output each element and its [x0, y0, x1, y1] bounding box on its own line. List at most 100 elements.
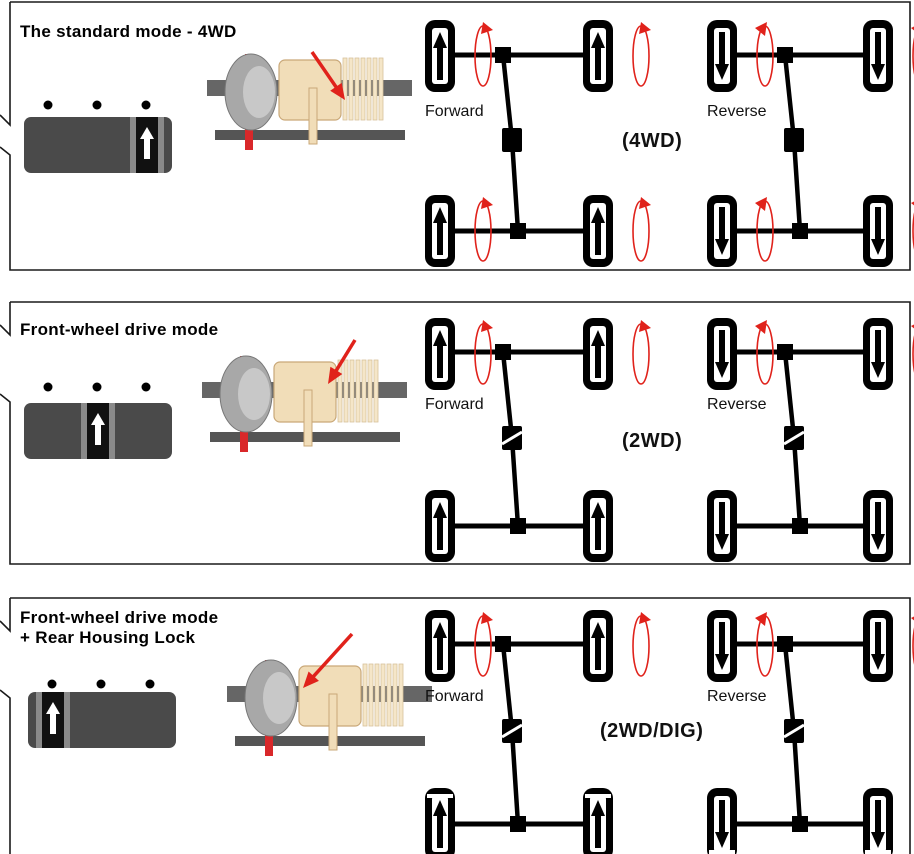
wheel-icon	[863, 20, 914, 92]
wheel-direction-arrow	[433, 207, 447, 255]
red-pointer-arrowhead	[330, 82, 345, 100]
gearbox-gear-tooth	[374, 663, 380, 727]
reverse-label: Reverse	[707, 396, 767, 413]
wheel-icon	[863, 318, 914, 390]
switch-arrow-icon	[140, 127, 154, 159]
wheel-direction-arrow	[433, 502, 447, 550]
wheel-icon	[583, 610, 651, 682]
mode-label: (2WD)	[622, 430, 683, 452]
red-pointer-arrow-icon	[310, 51, 341, 93]
gearbox-gear-tooth	[360, 57, 366, 121]
rotation-arrowhead	[911, 324, 914, 329]
panel-title: The standard mode - 4WD	[20, 22, 237, 42]
rotation-arrow-icon	[912, 334, 914, 374]
wheel-direction-arrow	[591, 32, 605, 80]
gearbox-gear-tooth	[342, 57, 348, 121]
rotation-arrow-icon	[632, 615, 650, 677]
gearbox-gear-tooth	[349, 359, 355, 423]
gearbox-illustration-icon	[202, 355, 407, 452]
rotation-arrow-icon	[632, 200, 650, 262]
rotation-arrowhead	[755, 320, 767, 334]
red-pointer-arrow-icon	[308, 632, 354, 682]
gearbox-gear-tooth	[367, 359, 373, 423]
wheel-icon	[425, 318, 493, 390]
wheel-icon	[425, 490, 455, 562]
wheel-direction-arrow	[871, 207, 885, 255]
switch-position-dot	[96, 679, 106, 689]
wheel-direction-arrow	[715, 32, 729, 80]
gearbox-gear-tooth	[380, 663, 386, 727]
wheel-direction-arrow	[715, 330, 729, 378]
wheel-direction-arrow	[433, 800, 447, 848]
rotation-arrowhead	[481, 197, 493, 209]
rotation-arrowhead	[481, 612, 493, 624]
gearbox-gear-tooth	[343, 359, 349, 423]
gearbox-gear-tooth	[368, 663, 374, 727]
panel-frame	[0, 301, 911, 565]
panel-graphics	[0, 301, 914, 565]
disconnect-slash	[501, 430, 523, 446]
gearbox-gear-tooth	[386, 663, 392, 727]
wheel-direction-arrow	[871, 32, 885, 80]
center-joint	[784, 128, 804, 152]
panel-frame-tab	[0, 302, 11, 337]
gearbox-gear-tooth	[372, 57, 378, 121]
wheel-direction-arrow	[591, 502, 605, 550]
gearbox-fork	[328, 693, 338, 751]
gearbox-housing-face	[238, 368, 270, 420]
wheel-lock-bar	[585, 794, 611, 798]
gearbox-gear-tooth	[366, 57, 372, 121]
gearbox-gear-tooth	[373, 359, 379, 423]
center-joint	[502, 128, 522, 152]
panel-frame	[0, 597, 911, 854]
forward-label: Forward	[425, 396, 484, 413]
rotation-arrowhead	[481, 22, 493, 34]
disconnect-slash	[501, 723, 523, 739]
wheel-direction-arrow	[871, 622, 885, 670]
wheel-direction-arrow	[715, 622, 729, 670]
switch-arrow-icon	[91, 413, 105, 445]
gearbox-gear-tooth	[348, 57, 354, 121]
wheel-direction-arrow	[433, 32, 447, 80]
wheel-lock-bar	[427, 794, 453, 798]
gearbox-gear-tooth	[355, 359, 361, 423]
gearbox-gear-tooth	[354, 57, 360, 121]
gearbox-gear-tooth	[398, 663, 404, 727]
rotation-arrowhead	[755, 612, 767, 626]
red-pointer-arrowhead	[328, 366, 343, 384]
rotation-arrow-icon	[912, 36, 914, 76]
wheel-icon	[425, 20, 493, 92]
switch-position-dot	[92, 382, 102, 392]
reverse-label: Reverse	[707, 103, 767, 120]
rotation-arrowhead	[911, 201, 914, 206]
wheel-direction-arrow	[433, 622, 447, 670]
wheel-icon	[707, 20, 774, 92]
switch-arrow-icon	[46, 702, 60, 734]
wheel-icon	[583, 20, 651, 92]
wheel-direction-arrow	[871, 502, 885, 550]
gearbox-fork	[303, 389, 313, 447]
gearbox-gear-tooth	[362, 663, 368, 727]
wheel-icon	[583, 788, 613, 854]
gearbox-illustration-icon	[227, 659, 432, 756]
panel-frame-tab	[0, 598, 11, 633]
gearbox-illustration-icon	[207, 53, 412, 150]
red-pointer-arrow-icon	[331, 339, 357, 377]
rotation-arrow-icon	[912, 211, 914, 251]
mode-panel-2wd-dig: Front-wheel drive mode + Rear Housing Lo…	[0, 586, 914, 854]
switch-position-dot	[43, 382, 53, 392]
red-pointer-arrowhead	[303, 671, 319, 688]
rotation-arrowhead	[639, 22, 651, 34]
panel-title: Front-wheel drive mode + Rear Housing Lo…	[20, 608, 218, 648]
wheel-lock-bar	[709, 850, 735, 854]
mode-switch-icon	[24, 382, 172, 459]
gearbox-fork	[308, 87, 318, 145]
gearbox-gear-tooth	[378, 57, 384, 121]
rotation-arrow-icon	[632, 25, 650, 87]
rotation-arrowhead	[911, 616, 914, 621]
panel-graphics	[0, 1, 914, 271]
mode-switch-icon	[28, 679, 176, 748]
wheel-icon	[583, 195, 651, 267]
switch-position-dot	[141, 382, 151, 392]
wheel-icon	[707, 318, 774, 390]
